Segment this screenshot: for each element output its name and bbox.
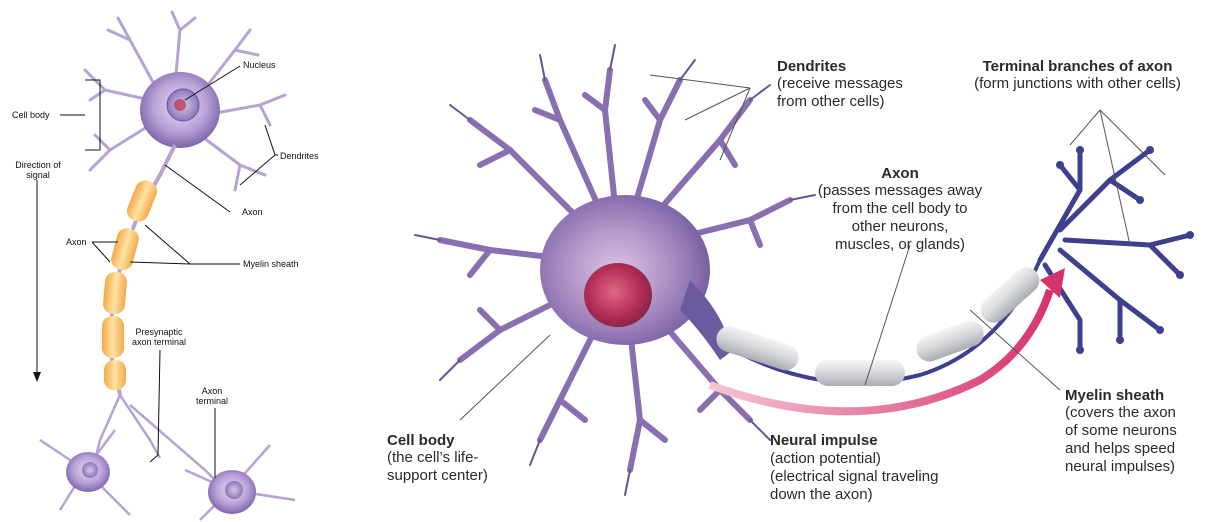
- label-nucleus: Nucleus: [243, 60, 276, 70]
- label-axon-terminal: Axon terminal: [196, 386, 228, 406]
- terminal-buttons: [1056, 146, 1194, 354]
- label-direction-of-signal: Direction of signal: [8, 160, 68, 180]
- label-axon-left: Axon: [66, 237, 87, 247]
- label-terminal-branches: Terminal branches of axon (form junction…: [950, 58, 1205, 93]
- terminal-branches-right: [1040, 150, 1190, 350]
- label-cell-body-right: Cell body (the cell’s life- support cent…: [387, 432, 488, 485]
- direction-arrow-head: [33, 372, 41, 382]
- nucleus-shape-right: [584, 263, 652, 327]
- left-neuron-diagram: Nucleus Cell body Direction of signal De…: [0, 0, 330, 522]
- label-axon-right: Axon: [242, 207, 263, 217]
- label-dendrites-right: Dendrites (receive messages from other c…: [777, 58, 903, 111]
- label-axon-right: Axon (passes messages away from the cell…: [800, 165, 1000, 254]
- label-cell-body-left: Cell body: [12, 110, 50, 120]
- right-neuron-diagram: Dendrites (receive messages from other c…: [360, 0, 1210, 522]
- label-dendrites-left: Dendrites: [280, 151, 319, 161]
- label-neural-impulse: Neural impulse (action potential) (elect…: [770, 432, 938, 504]
- label-myelin-sheath-right: Myelin sheath (covers the axon of some n…: [1065, 387, 1177, 476]
- label-myelin-sheath-left: Myelin sheath: [243, 259, 299, 269]
- label-presynaptic-axon-terminal: Presynaptic axon terminal: [132, 327, 186, 347]
- axon-terminal-branches: [95, 395, 215, 480]
